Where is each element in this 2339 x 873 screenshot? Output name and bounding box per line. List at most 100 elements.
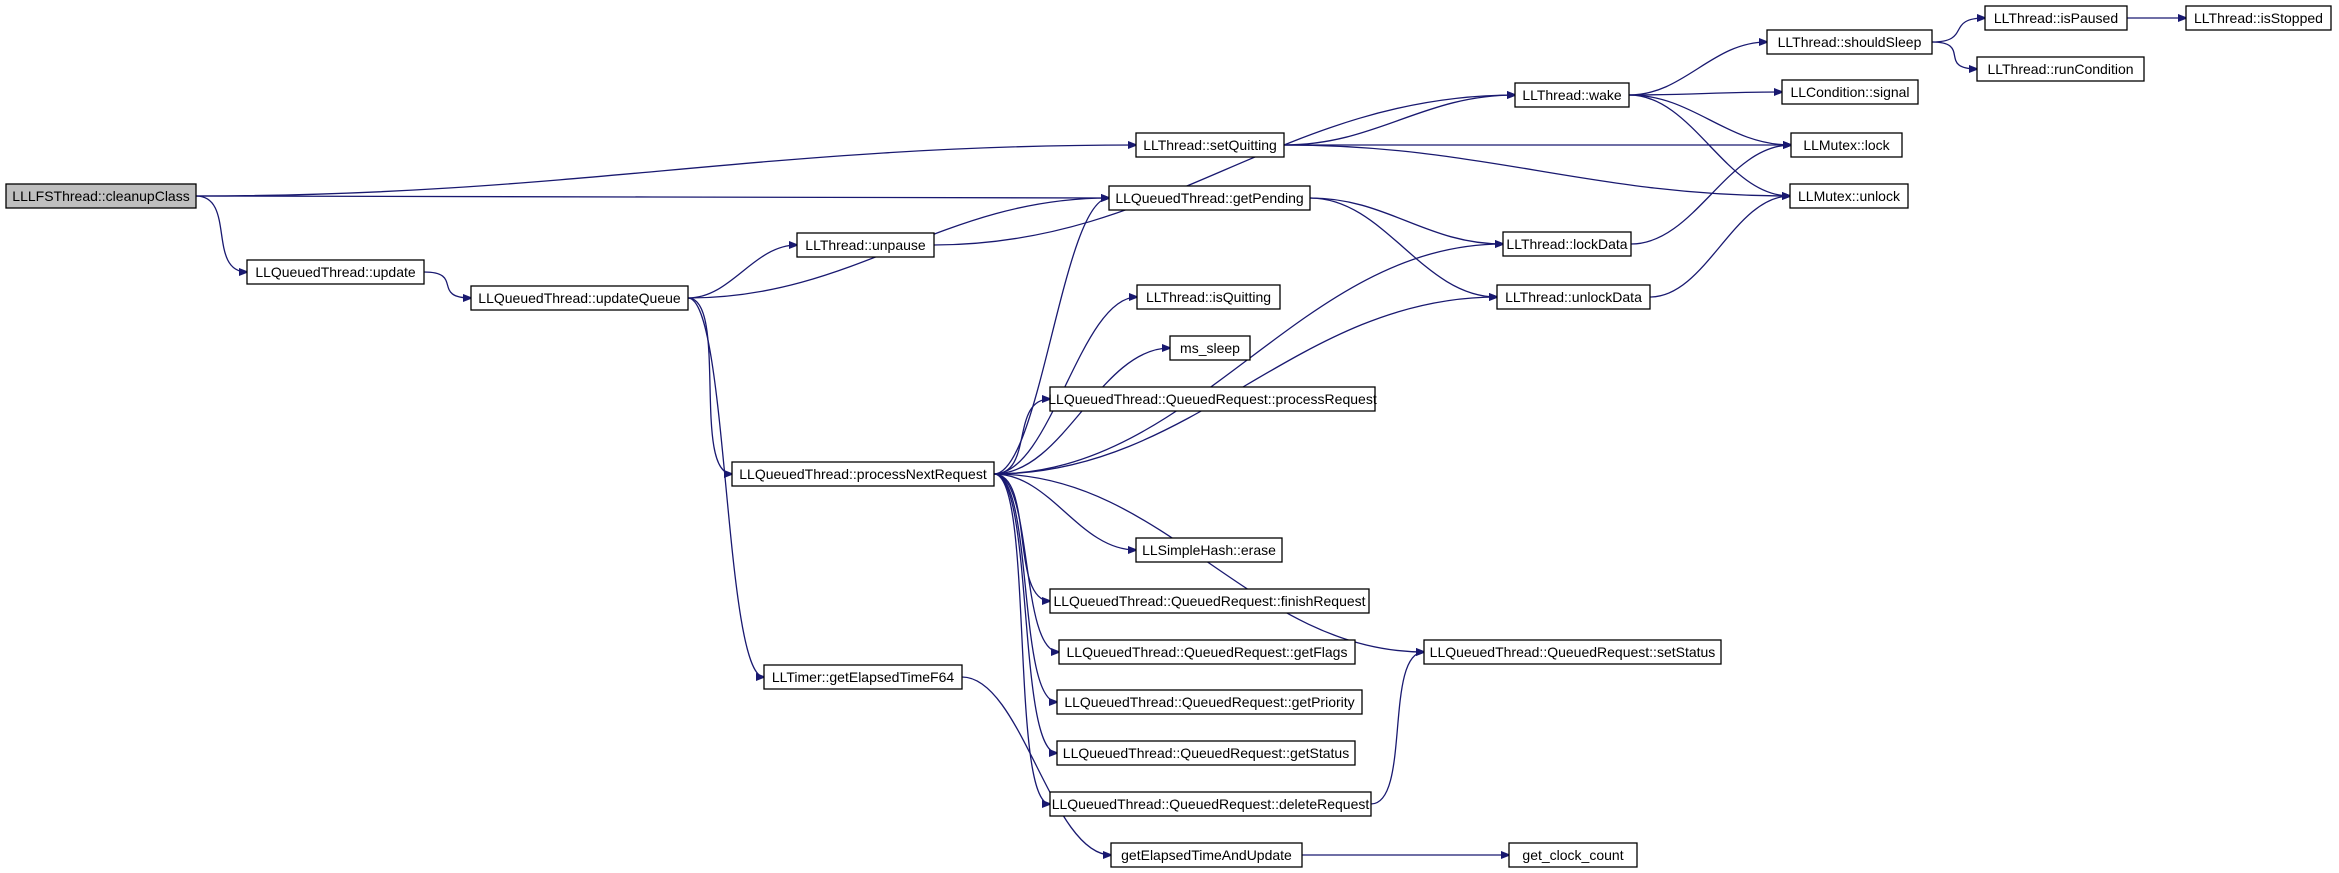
node-box xyxy=(731,461,995,487)
edge-process-next-request-to-finish-request xyxy=(993,473,1050,601)
edge-lock-data-to-lock xyxy=(1630,145,1791,245)
node-label: ms_sleep xyxy=(1180,340,1240,356)
node-box xyxy=(1514,82,1630,108)
node-box xyxy=(1508,842,1638,868)
node-label: LLQueuedThread::QueuedRequest::setStatus xyxy=(1430,644,1716,660)
node-get-clock-count[interactable]: get_clock_count xyxy=(1508,842,1638,868)
edge-process-next-request-to-get-pending xyxy=(993,198,1109,475)
edge-update-queue-to-unpause xyxy=(687,245,797,299)
edge-unlock-data-to-unlock xyxy=(1649,196,1790,298)
node-update-queue[interactable]: LLQueuedThread::updateQueue xyxy=(470,285,689,311)
edge-update-queue-to-process-next-request xyxy=(687,297,732,474)
node-box xyxy=(796,232,935,258)
node-box xyxy=(1136,284,1281,310)
node-set-quitting[interactable]: LLThread::setQuitting xyxy=(1135,132,1285,158)
node-label: LLQueuedThread::QueuedRequest::getStatus xyxy=(1063,745,1349,761)
node-get-priority[interactable]: LLQueuedThread::QueuedRequest::getPriori… xyxy=(1056,689,1363,715)
node-label: LLThread::isQuitting xyxy=(1146,289,1271,305)
node-cleanup-class[interactable]: LLLFSThread::cleanupClass xyxy=(5,183,197,209)
edge-cleanup-class-to-update xyxy=(195,195,247,272)
edge-process-next-request-to-get-flags xyxy=(993,473,1059,652)
node-box xyxy=(1496,284,1651,310)
node-unpause[interactable]: LLThread::unpause xyxy=(796,232,935,258)
edge-should-sleep-to-is-paused xyxy=(1931,18,1985,43)
node-unlock[interactable]: LLMutex::unlock xyxy=(1789,183,1909,209)
node-label: LLTimer::getElapsedTimeF64 xyxy=(772,669,955,685)
node-get-pending[interactable]: LLQueuedThread::getPending xyxy=(1108,185,1311,211)
node-set-status[interactable]: LLQueuedThread::QueuedRequest::setStatus xyxy=(1423,639,1722,665)
node-box xyxy=(1049,791,1372,817)
node-label: LLQueuedThread::QueuedRequest::getFlags xyxy=(1067,644,1348,660)
node-box xyxy=(1976,56,2145,82)
node-finish-request[interactable]: LLQueuedThread::QueuedRequest::finishReq… xyxy=(1049,588,1370,614)
node-process-next-request[interactable]: LLQueuedThread::processNextRequest xyxy=(731,461,995,487)
node-box xyxy=(1984,5,2128,31)
node-erase[interactable]: LLSimpleHash::erase xyxy=(1135,537,1283,563)
edge-wake-to-lock xyxy=(1628,94,1791,145)
node-box xyxy=(1423,639,1722,665)
node-label: LLThread::wake xyxy=(1522,87,1622,103)
node-should-sleep[interactable]: LLThread::shouldSleep xyxy=(1766,29,1933,55)
node-update[interactable]: LLQueuedThread::update xyxy=(246,259,425,285)
node-run-condition[interactable]: LLThread::runCondition xyxy=(1976,56,2145,82)
node-box xyxy=(1049,588,1370,614)
node-label: LLThread::runCondition xyxy=(1987,61,2133,77)
edge-process-next-request-to-get-priority xyxy=(993,473,1057,702)
edge-process-next-request-to-is-quitting xyxy=(993,297,1137,475)
edge-process-next-request-to-process-request xyxy=(993,399,1050,475)
node-unlock-data[interactable]: LLThread::unlockData xyxy=(1496,284,1651,310)
node-box xyxy=(1110,842,1303,868)
edge-update-queue-to-get-elapsed-time-f64 xyxy=(687,297,764,677)
node-box xyxy=(1056,689,1363,715)
node-process-request[interactable]: LLQueuedThread::QueuedRequest::processRe… xyxy=(1048,386,1377,412)
edge-wake-to-should-sleep xyxy=(1628,42,1767,96)
node-ms-sleep[interactable]: ms_sleep xyxy=(1169,335,1251,361)
node-label: LLThread::shouldSleep xyxy=(1778,34,1922,50)
node-box xyxy=(2185,5,2332,31)
edge-set-quitting-to-unlock xyxy=(1283,144,1790,196)
node-label: LLQueuedThread::update xyxy=(255,264,416,280)
node-label: LLQueuedThread::getPending xyxy=(1115,190,1303,206)
node-wake[interactable]: LLThread::wake xyxy=(1514,82,1630,108)
node-box xyxy=(1135,537,1283,563)
node-box xyxy=(1058,639,1356,665)
node-get-flags[interactable]: LLQueuedThread::QueuedRequest::getFlags xyxy=(1058,639,1356,665)
edge-process-next-request-to-erase xyxy=(993,473,1136,550)
node-box xyxy=(1056,740,1356,766)
node-get-elapsed-time-f64[interactable]: LLTimer::getElapsedTimeF64 xyxy=(763,664,963,690)
node-is-stopped[interactable]: LLThread::isStopped xyxy=(2185,5,2332,31)
node-label: LLQueuedThread::processNextRequest xyxy=(739,466,987,482)
node-is-quitting[interactable]: LLThread::isQuitting xyxy=(1136,284,1281,310)
node-delete-request[interactable]: LLQueuedThread::QueuedRequest::deleteReq… xyxy=(1049,791,1372,817)
node-label: LLLFSThread::cleanupClass xyxy=(12,188,189,204)
edge-process-next-request-to-delete-request xyxy=(993,473,1050,804)
node-label: LLMutex::lock xyxy=(1803,137,1890,153)
node-box xyxy=(1781,79,1919,105)
edge-update-to-update-queue xyxy=(423,271,471,298)
node-box xyxy=(1135,132,1285,158)
node-label: LLQueuedThread::QueuedRequest::getPriori… xyxy=(1064,694,1354,710)
node-get-elapsed-time-and-update[interactable]: getElapsedTimeAndUpdate xyxy=(1110,842,1303,868)
node-get-status[interactable]: LLQueuedThread::QueuedRequest::getStatus xyxy=(1056,740,1356,766)
node-lock[interactable]: LLMutex::lock xyxy=(1790,132,1903,158)
edge-wake-to-unlock xyxy=(1628,94,1790,196)
edge-get-elapsed-time-f64-to-get-elapsed-time-and-update xyxy=(961,676,1111,855)
edge-wake-to-signal xyxy=(1628,92,1782,95)
nodes: LLLFSThread::cleanupClassLLQueuedThread:… xyxy=(5,5,2332,868)
edge-cleanup-class-to-get-pending xyxy=(195,196,1109,198)
node-label: LLSimpleHash::erase xyxy=(1142,542,1276,558)
edge-process-next-request-to-get-status xyxy=(993,473,1057,753)
node-label: LLThread::lockData xyxy=(1506,236,1627,252)
node-box xyxy=(1502,231,1632,257)
edge-process-next-request-to-unlock-data xyxy=(993,297,1497,475)
node-signal[interactable]: LLCondition::signal xyxy=(1781,79,1919,105)
edge-process-next-request-to-set-status xyxy=(993,473,1424,652)
node-box xyxy=(1766,29,1933,55)
node-label: LLThread::unpause xyxy=(805,237,926,253)
node-label: LLThread::isPaused xyxy=(1994,10,2118,26)
node-box xyxy=(246,259,425,285)
edge-get-pending-to-unlock-data xyxy=(1309,197,1497,297)
node-lock-data[interactable]: LLThread::lockData xyxy=(1502,231,1632,257)
node-is-paused[interactable]: LLThread::isPaused xyxy=(1984,5,2128,31)
node-label: getElapsedTimeAndUpdate xyxy=(1121,847,1292,863)
